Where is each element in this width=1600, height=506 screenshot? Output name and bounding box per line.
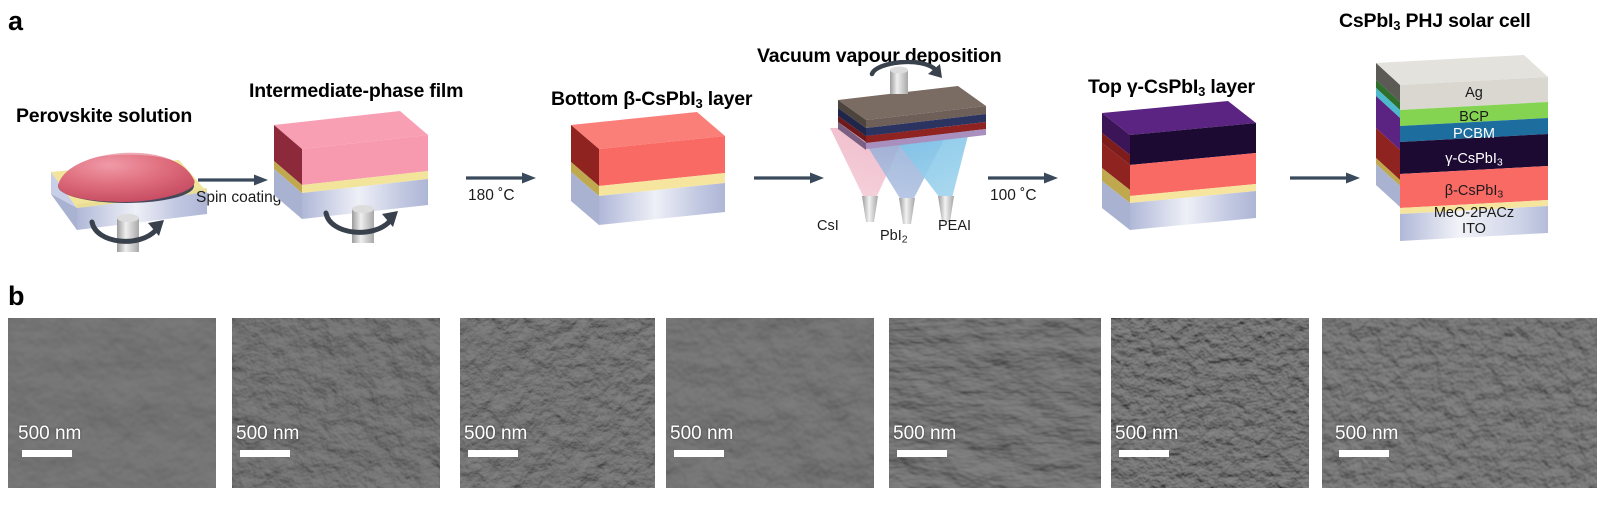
sem-scalebar-label-4: 500 nm bbox=[670, 423, 734, 444]
arrow-label-spin-coating: Spin coating bbox=[196, 189, 282, 206]
sem-scalebar-label-1: 500 nm bbox=[18, 423, 82, 444]
arrow-anneal-180 bbox=[464, 170, 538, 186]
sem-image-6 bbox=[1111, 318, 1309, 488]
arrow-to-solar-cell bbox=[1288, 170, 1362, 186]
sem-scalebar-rule-3 bbox=[468, 450, 518, 457]
sem-image-5 bbox=[889, 318, 1101, 488]
art-top-gamma-layer bbox=[1080, 100, 1270, 245]
source-label-pbi2: PbI2 bbox=[880, 228, 908, 246]
device-layer-label-ito: ITO bbox=[1462, 221, 1486, 237]
sem-scalebar-rule-2 bbox=[240, 450, 290, 457]
device-layer-label-bcp: BCP bbox=[1459, 109, 1489, 125]
art-vacuum-vapour-deposition bbox=[790, 59, 1020, 250]
art-phj-solar-cell bbox=[1340, 55, 1570, 250]
art-bottom-beta-layer bbox=[540, 110, 740, 240]
sem-scalebar-rule-7 bbox=[1339, 450, 1389, 457]
stage-title-perovskite-solution: Perovskite solution bbox=[16, 105, 193, 127]
panel-letter-a: a bbox=[8, 6, 23, 36]
sem-image-1 bbox=[8, 318, 216, 488]
sem-scalebar-label-7: 500 nm bbox=[1335, 423, 1399, 444]
sem-image-3 bbox=[460, 318, 655, 488]
sem-scalebar-rule-4 bbox=[674, 450, 724, 457]
stage-title-bottom-beta-layer: Bottom β-CsPbI3 layer bbox=[551, 88, 753, 111]
device-layer-label-pcbm: PCBM bbox=[1453, 126, 1495, 142]
device-layer-label-meo-2pacz: MeO-2PACz bbox=[1433, 205, 1515, 221]
art-perovskite-solution bbox=[4, 130, 214, 255]
arrow-label-anneal-180: 180 ˚C bbox=[468, 187, 515, 204]
arrow-anneal-100 bbox=[986, 170, 1060, 186]
sem-scalebar-rule-1 bbox=[22, 450, 72, 457]
arrow-to-vacuum-deposition bbox=[752, 170, 826, 186]
art-intermediate-phase-film bbox=[240, 105, 440, 255]
sem-image-2 bbox=[232, 318, 440, 488]
device-layer-label-beta-cspbi3: β-CsPbI3 bbox=[1444, 183, 1504, 201]
arrow-label-anneal-100: 100 ˚C bbox=[990, 187, 1037, 204]
stage-title-vacuum-vapour-deposition: Vacuum vapour deposition bbox=[757, 45, 1002, 67]
device-layer-label-ag: Ag bbox=[1465, 85, 1483, 101]
source-label-peai: PEAI bbox=[938, 218, 972, 234]
device-layer-label-gamma-cspbi3: γ-CsPbI3 bbox=[1445, 151, 1503, 169]
arrow-spin-coating bbox=[196, 172, 270, 188]
stage-title-intermediate-phase-film: Intermediate-phase film bbox=[249, 80, 464, 102]
sem-scalebar-rule-6 bbox=[1119, 450, 1169, 457]
stage-title-top-gamma-layer: Top γ-CsPbI3 layer bbox=[1088, 76, 1255, 99]
sem-scalebar-label-5: 500 nm bbox=[893, 423, 957, 444]
panel-letter-b: b bbox=[8, 281, 25, 311]
sem-scalebar-rule-5 bbox=[897, 450, 947, 457]
sem-image-4 bbox=[666, 318, 874, 488]
sem-scalebar-label-6: 500 nm bbox=[1115, 423, 1179, 444]
sem-image-7 bbox=[1322, 318, 1597, 488]
sem-scalebar-label-3: 500 nm bbox=[464, 423, 528, 444]
source-label-csi: CsI bbox=[817, 218, 839, 234]
stage-title-phj-solar-cell: CsPbI3 PHJ solar cell bbox=[1339, 10, 1531, 33]
sem-scalebar-label-2: 500 nm bbox=[236, 423, 300, 444]
